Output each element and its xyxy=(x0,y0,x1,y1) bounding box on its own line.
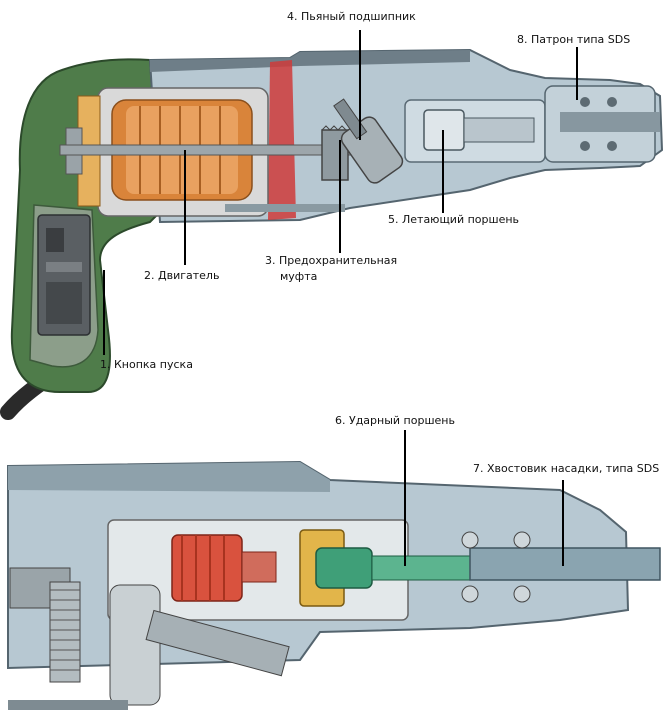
leader-lines xyxy=(103,30,578,566)
label-start-button: 1. Кнопка пуска xyxy=(100,358,193,371)
hammer-top-illustration xyxy=(0,48,664,420)
label-striking-piston: 6. Ударный поршень xyxy=(335,414,455,427)
detail-gear xyxy=(9,567,290,706)
label-safety-clutch-line1: 3. Предохранительная xyxy=(265,254,398,267)
hammer-detail-illustration xyxy=(7,460,661,710)
sds-chuck xyxy=(544,85,660,163)
striking-piston xyxy=(315,547,473,589)
label-sds-chuck: 8. Патрон типа SDS xyxy=(517,33,631,46)
label-motor: 2. Двигатель xyxy=(144,269,220,282)
safety-clutch xyxy=(321,129,349,181)
label-wobble-bearing: 4. Пьяный подшипник xyxy=(287,10,416,23)
label-flying-piston: 5. Летающий поршень xyxy=(388,213,520,226)
label-safety-clutch-line2: муфта xyxy=(280,270,318,283)
red-striker xyxy=(171,534,277,602)
sds-tool-shank xyxy=(469,547,661,581)
label-tool-shank: 7. Хвостовик насадки, типа SDS xyxy=(473,462,660,475)
gearbox-seal xyxy=(268,60,296,220)
wobble-bearing xyxy=(333,98,404,184)
